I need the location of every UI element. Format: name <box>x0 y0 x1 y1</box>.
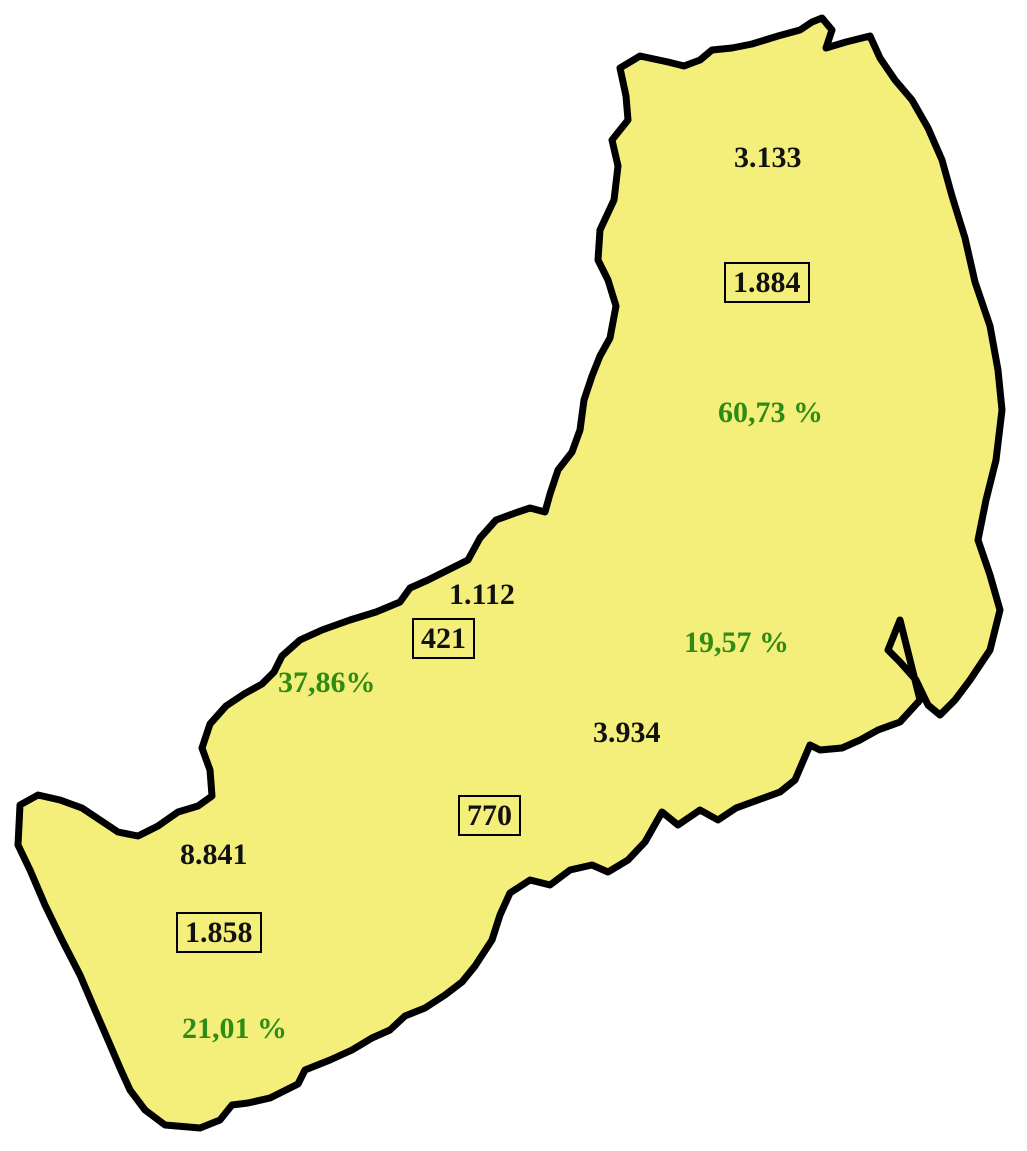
region-south-boxed-value: 1.858 <box>176 912 262 953</box>
region-north-boxed-value: 1.884 <box>724 262 810 303</box>
region-north-percent: 60,73 % <box>718 396 823 429</box>
territory-outline <box>18 18 1002 1128</box>
region-central-west-percent: 37,86% <box>278 666 376 699</box>
region-central-east-boxed-value: 770 <box>458 795 521 836</box>
region-south-percent: 21,01 % <box>182 1012 287 1045</box>
region-central-east-percent: 19,57 % <box>684 626 789 659</box>
region-central-west-total: 1.112 <box>449 578 515 611</box>
region-central-east-total: 3.934 <box>593 716 661 749</box>
region-north-total: 3.133 <box>734 141 802 174</box>
region-central-west-boxed-value: 421 <box>412 618 475 659</box>
region-south-total: 8.841 <box>180 838 248 871</box>
